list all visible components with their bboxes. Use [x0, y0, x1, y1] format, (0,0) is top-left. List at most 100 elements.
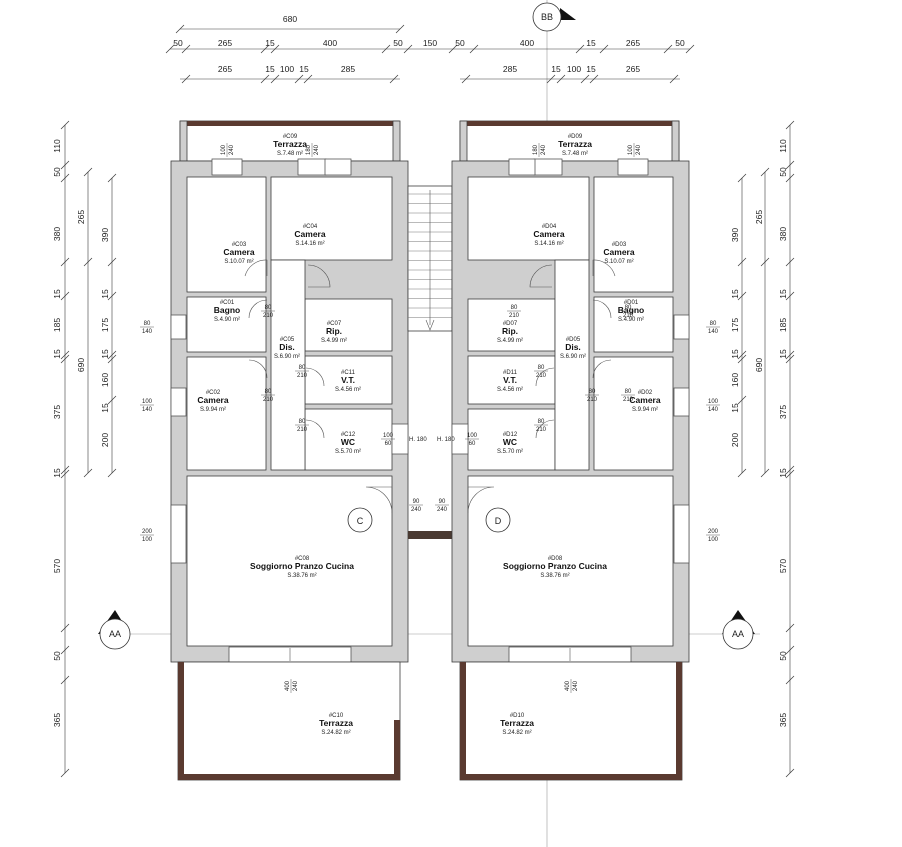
dim-right-9: 50 — [778, 651, 788, 661]
section-marker-aa-right: AA — [722, 610, 755, 650]
opening-height: 210 — [263, 397, 274, 403]
dim-left-1: 50 — [52, 167, 62, 177]
opening-width: 200 — [708, 529, 719, 535]
dim-right-3: 15 — [778, 289, 788, 299]
dim-right-i-3: 15 — [730, 349, 740, 359]
opening-width: 80 — [511, 305, 518, 311]
room-code: #D04 — [542, 224, 557, 230]
opening-width: 80 — [299, 419, 306, 425]
dim-left-i-6: 200 — [100, 433, 110, 447]
opening-height: 240 — [636, 144, 642, 155]
opening-width: 80 — [265, 305, 272, 311]
opening-width: 400 — [285, 680, 291, 691]
dim-right-0: 110 — [778, 139, 788, 153]
opening-width: 90 — [413, 499, 420, 505]
marker-aa-right-label: AA — [732, 629, 744, 639]
opening-height: 100 — [708, 537, 719, 543]
room-name: Terrazza — [273, 139, 307, 149]
dim-left-0: 110 — [52, 139, 62, 153]
room-name: Bagno — [618, 305, 644, 315]
room-area: S.9.94 m² — [200, 407, 226, 413]
room-name: Camera — [197, 395, 228, 405]
unit-d — [451, 120, 690, 781]
dim-r1-r1: 400 — [520, 38, 534, 48]
room-code: #C10 — [329, 713, 344, 719]
room-code: #C12 — [341, 432, 356, 438]
dim-right-i-4: 160 — [730, 373, 740, 387]
dim-r2-l4: 285 — [341, 64, 355, 74]
opening-height: 210 — [297, 373, 308, 379]
room-name: Soggiorno Pranzo Cucina — [250, 561, 354, 571]
opening-height: 210 — [623, 313, 634, 319]
dim-left-2: 380 — [52, 227, 62, 241]
opening-width: 100 — [467, 433, 478, 439]
opening-height: 210 — [536, 373, 547, 379]
dim-right-2: 380 — [778, 227, 788, 241]
opening-width: 180 — [533, 144, 539, 155]
room-code: #D10 — [510, 713, 525, 719]
room-name: V.T. — [341, 375, 355, 385]
opening-height: 240 — [573, 680, 579, 691]
opening-width: 80 — [589, 389, 596, 395]
room-area: S.4.99 m² — [321, 338, 347, 344]
room-code: #C08 — [295, 556, 310, 562]
room-name: Rip. — [326, 326, 342, 336]
room-code: #C03 — [232, 242, 247, 248]
entrance-marker-d: D — [485, 507, 511, 533]
opening-width: 80 — [538, 419, 545, 425]
opening-width: 90 — [439, 499, 446, 505]
room-name: Terrazza — [500, 718, 534, 728]
dim-r2-r4: 265 — [626, 64, 640, 74]
opening-width: 400 — [565, 680, 571, 691]
room-area: S.5.70 m² — [335, 449, 361, 455]
dim-right-a-0: 265 — [754, 210, 764, 224]
dim-left-a-1: 690 — [76, 358, 86, 372]
dim-left-a-0: 265 — [76, 210, 86, 224]
room-code: #D11 — [503, 370, 518, 376]
room-area: S.4.56 m² — [335, 387, 361, 393]
room-name: Rip. — [502, 326, 518, 336]
dim-right-i-5: 15 — [730, 403, 740, 413]
room-code: #D01 — [624, 300, 639, 306]
room-code: #D07 — [503, 321, 518, 327]
room-code: #D12 — [503, 432, 518, 438]
room-code: #D05 — [566, 337, 581, 343]
room-code: #C05 — [280, 337, 295, 343]
dim-r1-l4: 50 — [393, 38, 403, 48]
room-area: S.24.82 m² — [502, 730, 531, 736]
room-area: S.4.99 m² — [497, 338, 523, 344]
room-area: S.10.07 m² — [224, 259, 253, 265]
room-name: Camera — [223, 247, 254, 257]
room-code: #D08 — [548, 556, 563, 562]
opening-width: 80 — [299, 365, 306, 371]
room-area: S.38.76 m² — [540, 573, 569, 579]
room-name: Dis. — [565, 342, 581, 352]
room-area: S.4.90 m² — [618, 317, 644, 323]
dim-left-i-3: 15 — [100, 349, 110, 359]
room-name: Dis. — [279, 342, 295, 352]
opening-height: 210 — [509, 313, 520, 319]
room-name: Terrazza — [319, 718, 353, 728]
opening-width: 100 — [628, 144, 634, 155]
opening-width: 80 — [625, 389, 632, 395]
dim-r2-r1: 15 — [551, 64, 561, 74]
room-name: WC — [341, 437, 355, 447]
